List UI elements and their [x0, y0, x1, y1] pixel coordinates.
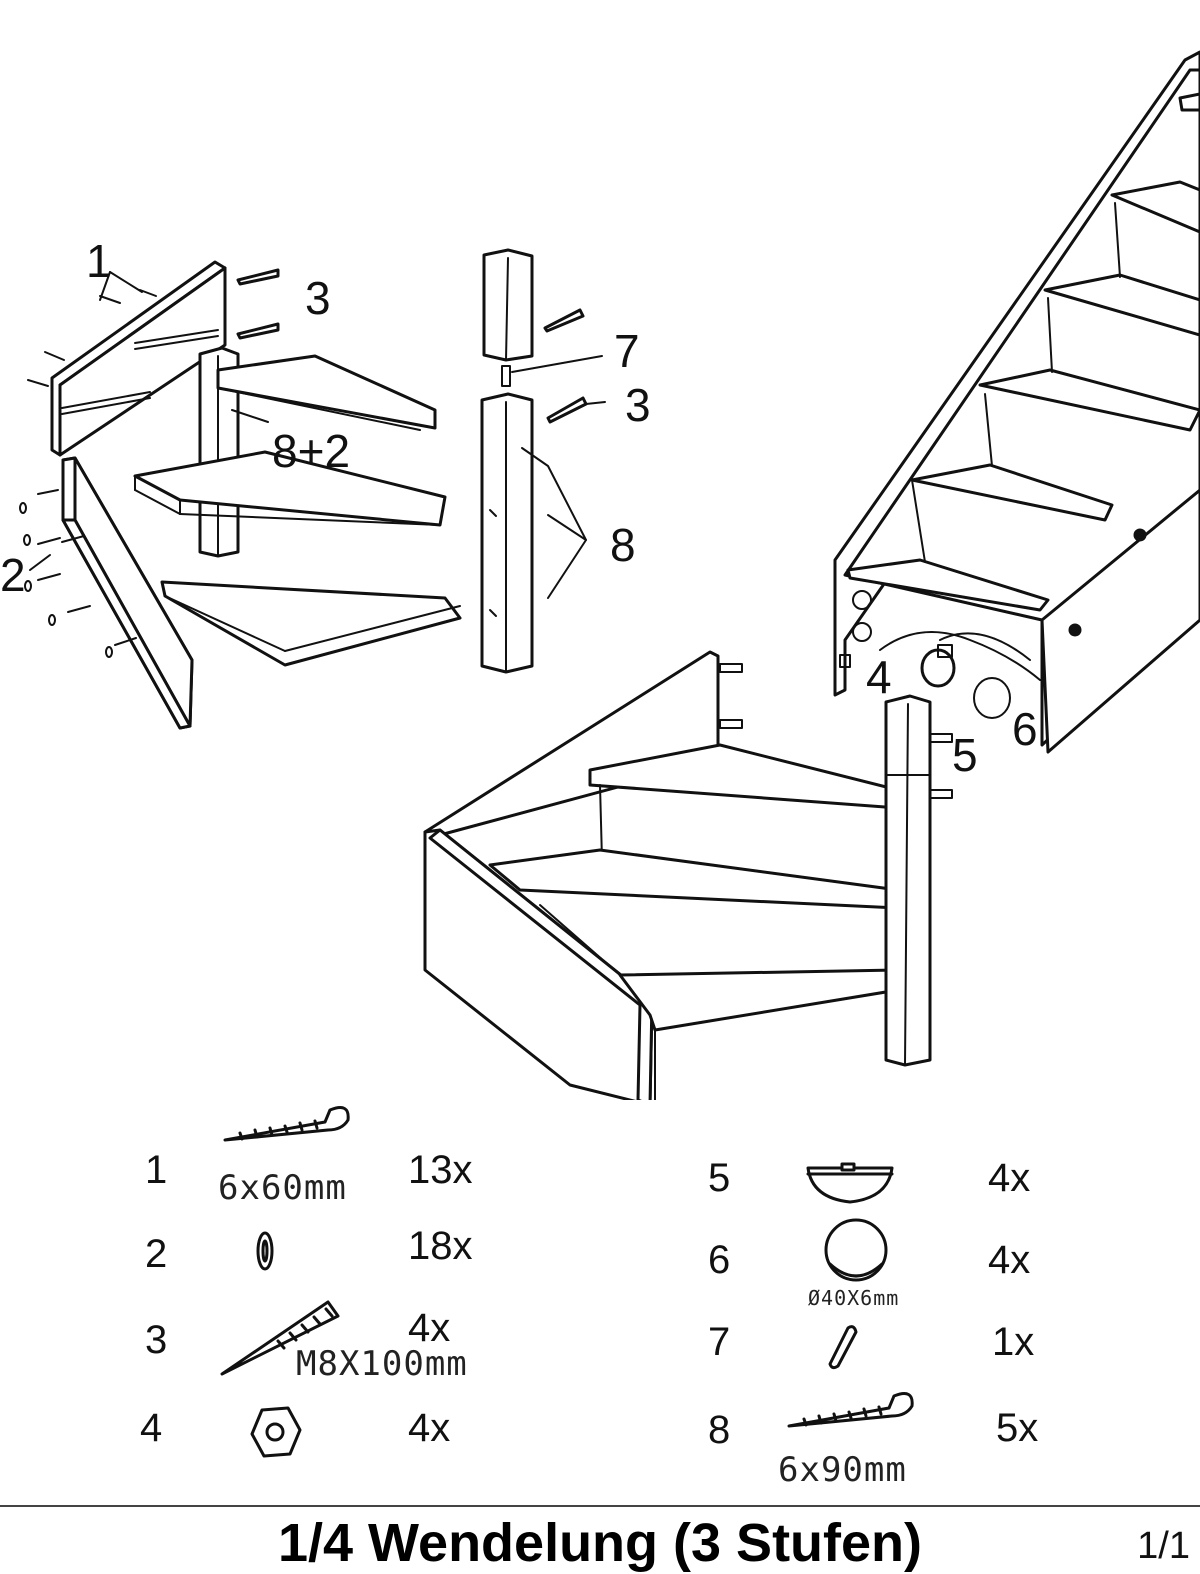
- footer-divider: [0, 1505, 1200, 1507]
- part-quantity: 4x: [408, 1306, 451, 1350]
- callout-1: 1: [86, 235, 112, 287]
- callout-4: 4: [866, 651, 892, 703]
- callout-8-plus-2: 8+2: [272, 425, 351, 477]
- callout-5: 5: [952, 729, 978, 781]
- part-dimension: M8X100mm: [296, 1344, 468, 1384]
- part-quantity: 18x: [408, 1224, 473, 1268]
- exploded-tread-bottom: [160, 580, 462, 667]
- wood-screw-icon: [220, 1100, 360, 1155]
- part-quantity: 5x: [996, 1406, 1039, 1450]
- callout-3-right: 3: [625, 379, 651, 431]
- washer-icon: [250, 1228, 280, 1279]
- part-number: 8: [708, 1408, 731, 1452]
- straight-staircase: [833, 50, 1200, 754]
- part-number: 2: [145, 1232, 168, 1276]
- page-title: 1/4 Wendelung (3 Stufen): [277, 1513, 923, 1573]
- part-number: 7: [708, 1320, 731, 1364]
- exploded-stringer-upper: [50, 260, 227, 457]
- part-dimension: Ø40X6mm: [808, 1286, 900, 1310]
- callout-3-left: 3: [305, 272, 331, 324]
- exploded-tread-top: [216, 354, 437, 431]
- part-quantity: 4x: [408, 1406, 451, 1450]
- hanger-bolt-icon: [218, 1296, 348, 1383]
- exploded-tread-mid: [133, 450, 447, 527]
- assembly-drawing: [19, 50, 1200, 1100]
- part-quantity: 1x: [992, 1320, 1035, 1364]
- part-number: 6: [708, 1238, 731, 1282]
- part-number: 3: [145, 1318, 168, 1362]
- long-wood-screw-icon: [784, 1386, 924, 1441]
- page-number: 1/1: [1137, 1525, 1190, 1567]
- part-number: 4: [140, 1406, 163, 1450]
- exploded-newel-post: [480, 248, 603, 674]
- part-quantity: 4x: [988, 1156, 1031, 1200]
- part-quantity: 4x: [988, 1238, 1031, 1282]
- round-cover-cap-icon: [822, 1216, 892, 1293]
- part-number: 5: [708, 1156, 731, 1200]
- half-cap-icon: [800, 1158, 900, 1213]
- part-number: 1: [145, 1148, 168, 1192]
- part-dimension: 6x60mm: [218, 1168, 347, 1208]
- parts-list: 1 6x60mm 13x 2 18x 3 M8X100mm 4x 4 4x 5 …: [0, 1100, 1200, 1500]
- exploded-stringer-lower: [61, 456, 194, 730]
- exploded-hanger-bolts: [236, 268, 606, 424]
- exploded-screws-left: [19, 271, 157, 658]
- dowel-icon: [822, 1320, 862, 1375]
- part-quantity: 13x: [408, 1148, 473, 1192]
- part-dimension: 6x90mm: [778, 1450, 907, 1490]
- assembled-winder: [423, 650, 953, 1100]
- callout-8: 8: [610, 519, 636, 571]
- callout-2: 2: [0, 549, 26, 601]
- hex-nut-icon: [248, 1404, 304, 1465]
- callout-7: 7: [614, 325, 640, 377]
- callout-6: 6: [1012, 703, 1038, 755]
